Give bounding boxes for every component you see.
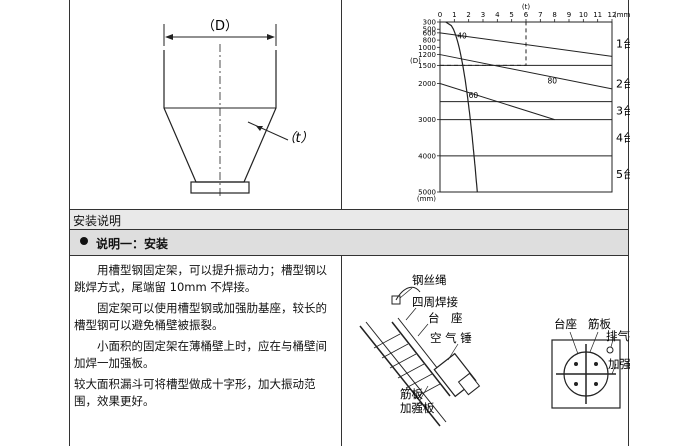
- vibrator-count-chart: 0123456789101112(mm)(t)30050060080010001…: [410, 3, 630, 203]
- y-tick-label: 300: [423, 19, 436, 27]
- x-tick-label: 8: [552, 11, 556, 19]
- reference-dashed-line: [440, 22, 527, 66]
- x-tick-label: 10: [579, 11, 588, 19]
- x-tick-label: 6: [524, 11, 529, 19]
- x-axis-label: (t): [522, 3, 530, 11]
- x-tick-label: 2: [466, 11, 470, 19]
- x-tick-label: 4: [495, 11, 500, 19]
- label-reinforce: 加强板: [608, 357, 630, 371]
- thickness-leader: [247, 121, 289, 141]
- zone-label: 2台: [616, 76, 630, 90]
- bolt-icon: [594, 382, 598, 386]
- angle-line-80: [439, 54, 613, 90]
- section-header: 安装说明: [69, 210, 629, 230]
- leader-lines: [399, 287, 459, 413]
- y-unit-label: (mm): [417, 195, 436, 203]
- label-wire-rope: 钢丝绳: [412, 273, 447, 287]
- chart-zone-labels: 1台 2台 3台 4台 5台 40 80 60: [457, 31, 630, 181]
- bolt-icon: [574, 382, 578, 386]
- label-weld-around: 四周焊接: [412, 295, 458, 309]
- zone-label: 4台: [616, 131, 630, 145]
- bolt-icon: [574, 362, 578, 366]
- zone-label: 1台: [616, 37, 630, 51]
- thickness-arrow-icon: [256, 126, 263, 131]
- y-tick-label: 4000: [418, 152, 436, 160]
- paragraph-1: 用槽型钢固定架，可以提升振动力；槽型钢以跳焊方式，尾端留 10mm 不焊接。: [74, 263, 327, 294]
- angle-label: 60: [469, 91, 479, 100]
- x-unit-label: (mm): [614, 11, 630, 19]
- hopper-drawing: （D） （t）: [163, 19, 314, 196]
- arrow-right-icon: [267, 34, 275, 40]
- paragraph-4: 较大面积漏斗可将槽型做成十字形，加大振动范围，效果更好。: [74, 377, 316, 408]
- installation-content: 用槽型钢固定架，可以提升振动力；槽型钢以跳焊方式，尾端留 10mm 不焊接。 固…: [69, 256, 630, 446]
- specification-table-top: （D） （t） 0123456789101112(mm)(t)300500600…: [69, 0, 630, 210]
- y-tick-label: 1000: [418, 44, 436, 52]
- label-air-hammer: 空 气 锤: [430, 331, 472, 345]
- note-header: 说明一：安装: [69, 230, 629, 256]
- channel-steel: [391, 321, 451, 397]
- air-hammer-cap: [457, 372, 481, 396]
- chart-frame: [439, 21, 613, 193]
- angle-line-60: [439, 83, 555, 121]
- y-tick-label: 2000: [418, 80, 436, 88]
- hopper-wall-inner: [365, 321, 447, 423]
- paragraph-2: 固定架可以使用槽型钢或加强肋基座，较长的槽型钢可以避免桶壁被振裂。: [74, 301, 327, 332]
- reinforce-plate: [551, 339, 621, 409]
- y-tick-label: 3000: [418, 116, 436, 124]
- angle-label: 80: [548, 76, 558, 85]
- y-tick-label: 1200: [418, 51, 436, 59]
- x-tick-label: 12: [608, 11, 617, 19]
- vent-hole-icon: [606, 346, 614, 354]
- label-base: 台座: [554, 317, 577, 331]
- column-divider: [341, 0, 342, 210]
- zone-label: 3台: [616, 104, 630, 118]
- bolt-icon: [594, 362, 598, 366]
- label-rib: 筋板: [400, 387, 423, 401]
- chart-tick-labels: 0123456789101112(mm)(t)30050060080010001…: [410, 3, 630, 203]
- y-tick-label: 600: [423, 29, 436, 37]
- x-tick-label: 3: [481, 11, 485, 19]
- y-tick-label: 500: [423, 26, 436, 34]
- x-tick-label: 0: [438, 11, 442, 19]
- section-title: 安装说明: [73, 214, 122, 228]
- x-tick-label: 11: [593, 11, 602, 19]
- x-tick-label: 7: [538, 11, 542, 19]
- y-tick-label: 5000: [418, 189, 436, 197]
- label-reinforce: 加强板: [400, 401, 435, 415]
- chart-axes: [437, 19, 613, 193]
- paragraph-3: 小面积的固定架在薄桶壁上时，应在与桶壁间加焊一加强板。: [74, 339, 327, 370]
- leader-lines: [569, 331, 617, 375]
- angle-line-40: [439, 32, 613, 57]
- y-tick-label: 800: [423, 37, 436, 45]
- y-axis-label: (D): [410, 57, 421, 65]
- bullet-icon: [80, 237, 88, 245]
- angle-label: 40: [457, 31, 467, 40]
- zone-label: 5台: [616, 167, 630, 181]
- diameter-label: （D）: [202, 19, 238, 34]
- top-view-diagram: 台座 筋板 排气孔 加强板: [551, 317, 630, 409]
- side-install-diagram: 钢丝绳 四周焊接 台 座 空 气 锤 筋板 加强板: [359, 273, 481, 427]
- y-tick-label: 1500: [418, 62, 436, 70]
- label-rib: 筋板: [588, 317, 611, 331]
- thickness-label: （t）: [282, 130, 313, 146]
- thickness-curve: [445, 21, 478, 193]
- x-tick-label: 5: [509, 11, 513, 19]
- x-tick-label: 9: [567, 11, 571, 19]
- label-base: 台 座: [428, 311, 463, 325]
- chart-curves: [439, 21, 613, 193]
- x-tick-label: 1: [452, 11, 456, 19]
- arrow-left-icon: [165, 34, 173, 40]
- wire-rope: [395, 286, 421, 301]
- note-title: 说明一：安装: [96, 237, 169, 251]
- hopper-wall: [359, 325, 441, 427]
- column-divider: [341, 256, 342, 446]
- weld-hatching: [373, 333, 441, 399]
- wire-rope-clip: [391, 295, 401, 305]
- label-vent: 排气孔: [606, 329, 630, 343]
